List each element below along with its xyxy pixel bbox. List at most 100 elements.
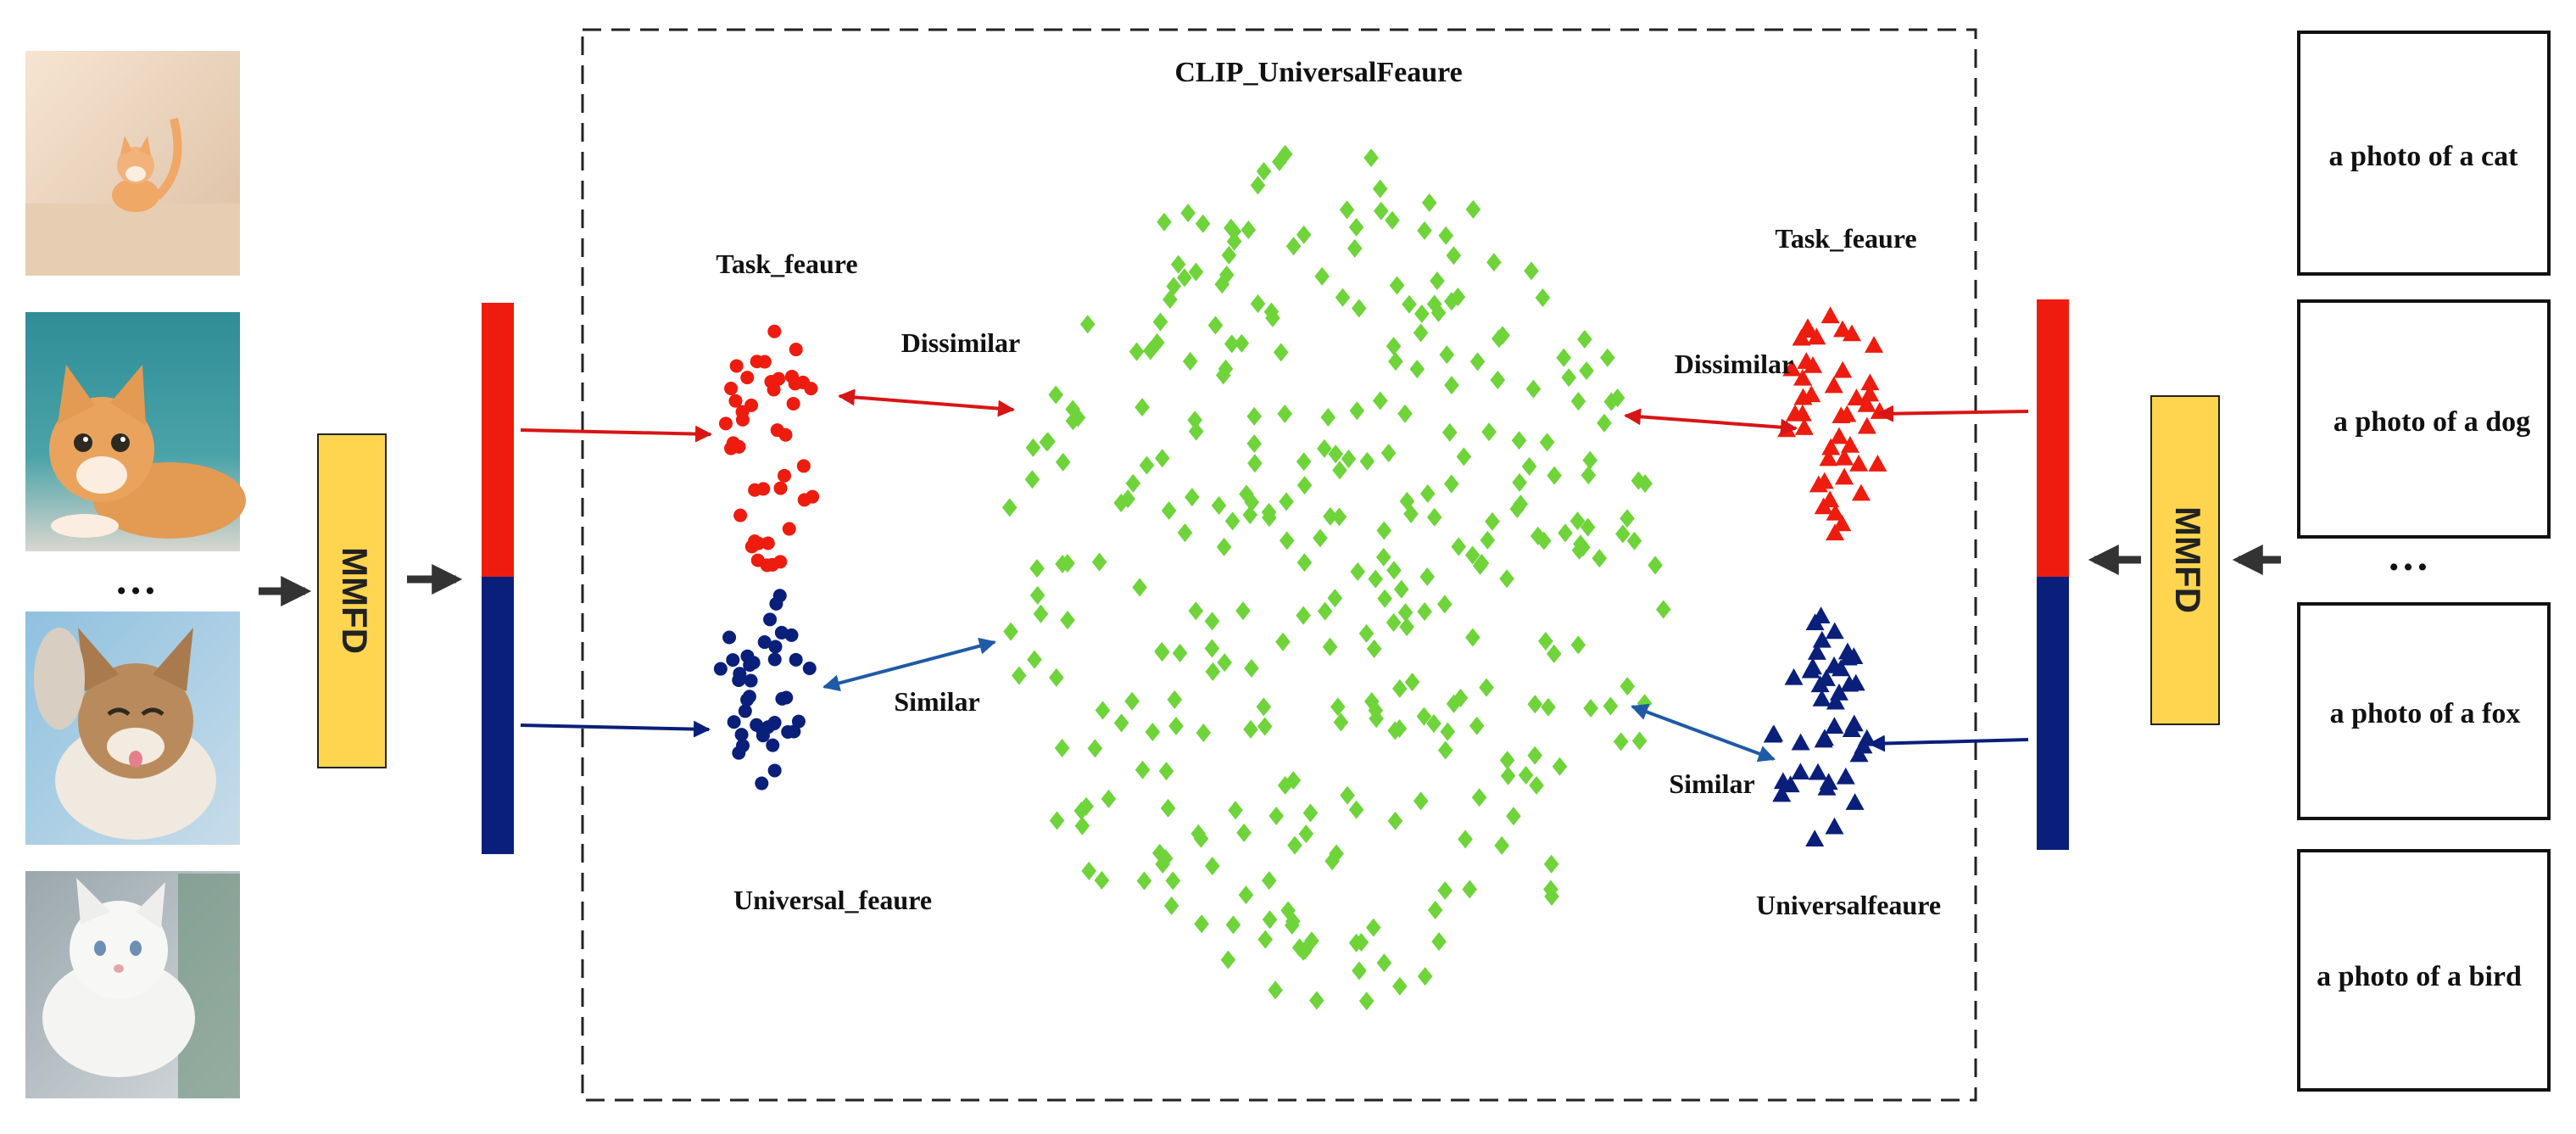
task-feature-point: [1860, 384, 1880, 402]
clip-point: [1238, 885, 1254, 905]
universal-feature-point: [744, 673, 758, 688]
clip-point: [1320, 407, 1336, 427]
clip-point: [1079, 315, 1096, 334]
clip-point: [1157, 212, 1172, 232]
clip-point: [1220, 950, 1236, 969]
clip-point: [1491, 329, 1507, 349]
clip-point: [1480, 530, 1496, 550]
task-feature-point: [1821, 438, 1841, 455]
clip-point: [1158, 762, 1174, 781]
task-feature-point: [1833, 360, 1853, 378]
feature-bar-right: [2037, 299, 2069, 850]
clip-point: [1195, 214, 1211, 233]
clip-point: [1543, 854, 1559, 874]
clip-point: [1168, 716, 1184, 735]
universal-feature-point: [1836, 767, 1855, 785]
clip-point: [1426, 713, 1441, 733]
clip-point: [1465, 628, 1480, 647]
task-feature-point: [1829, 427, 1848, 444]
clip-point: [1145, 722, 1161, 741]
clip-point: [1571, 540, 1587, 560]
clip-point: [1055, 452, 1071, 472]
clip-point: [1225, 915, 1241, 935]
universal-feature-point: [722, 630, 737, 645]
universal-feature-point: [1810, 675, 1830, 693]
universal-feature-point: [1817, 779, 1837, 796]
clip-point: [1079, 796, 1094, 816]
clip-point: [1363, 691, 1380, 711]
universal-feature-point: [733, 667, 747, 681]
clip-point: [1139, 455, 1155, 475]
clip-point: [1376, 953, 1392, 973]
clip-point: [1368, 569, 1384, 589]
clip-point: [1363, 148, 1379, 168]
clip-point: [1113, 494, 1129, 513]
universal-feature-point: [767, 763, 782, 778]
clip-point: [1132, 578, 1147, 597]
clip-point: [1392, 976, 1408, 996]
task-feature-point: [740, 371, 755, 385]
clip-point: [1273, 343, 1289, 362]
clip-point: [1215, 366, 1231, 385]
clip-point: [1287, 835, 1302, 855]
clip-point: [1205, 662, 1221, 681]
universal-feature-point: [734, 728, 749, 742]
clip-point: [1458, 830, 1473, 849]
clip-point: [1535, 288, 1551, 307]
clip-point: [1217, 653, 1232, 673]
clip-point: [1250, 176, 1266, 195]
task-feature-point: [797, 493, 811, 507]
clip-point: [1048, 385, 1064, 405]
clip-point: [1317, 439, 1332, 458]
svg-text:MMFD: MMFD: [335, 547, 375, 654]
clip-point: [1204, 857, 1220, 876]
universal-feature-point: [1831, 659, 1850, 677]
clip-point: [1518, 765, 1534, 785]
prompt-text-dog: a photo of a dog: [2333, 406, 2530, 438]
clip-point: [1228, 801, 1243, 820]
clip-point: [1250, 294, 1266, 314]
clip-point: [1340, 785, 1355, 805]
clip-point: [1387, 811, 1403, 830]
clip-point: [1129, 342, 1145, 361]
task-feature-point: [1833, 320, 1853, 338]
clip-point: [1353, 933, 1369, 952]
clip-point: [1451, 537, 1467, 556]
universal-feature-point: [802, 662, 817, 676]
clip-point: [1631, 471, 1647, 490]
clip-point: [1372, 179, 1388, 198]
task-feature-point: [1809, 475, 1828, 493]
clip-point: [1603, 696, 1619, 716]
right-dissimilar-arrow: [1624, 408, 1798, 436]
feature-bar-left: [482, 303, 514, 854]
clip-point: [1359, 451, 1375, 471]
clip-point: [1385, 210, 1400, 230]
clip-point: [1328, 444, 1343, 464]
image-column: …: [25, 51, 246, 1098]
universal-feature-point: [772, 589, 787, 603]
clip-point: [1204, 639, 1220, 658]
universal-feature-point: [779, 690, 794, 705]
universal-feature-point: [1845, 793, 1865, 810]
clip-point: [1327, 589, 1343, 608]
universal-feature-point: [1772, 785, 1792, 802]
clip-point: [1592, 549, 1608, 568]
clip-point: [1397, 404, 1413, 423]
clip-point: [1226, 232, 1242, 251]
universal-feature-point: [1801, 661, 1820, 679]
clip-point: [1241, 220, 1257, 239]
clip-point: [1499, 751, 1515, 770]
task-feature-point: [773, 481, 788, 495]
clip-point: [1298, 824, 1314, 844]
task-feature-point: [765, 557, 779, 572]
clip-point: [1235, 601, 1251, 621]
clip-point: [1125, 473, 1141, 493]
clip-point: [1570, 511, 1586, 531]
clip-point: [1177, 523, 1193, 543]
clip-point: [1471, 788, 1487, 807]
prompt-column: a photo of a cat a photo of a dog … a ph…: [2297, 31, 2551, 1092]
universal-feature-point: [750, 718, 764, 732]
clip-point: [1291, 938, 1308, 958]
clip-point: [1187, 411, 1202, 430]
